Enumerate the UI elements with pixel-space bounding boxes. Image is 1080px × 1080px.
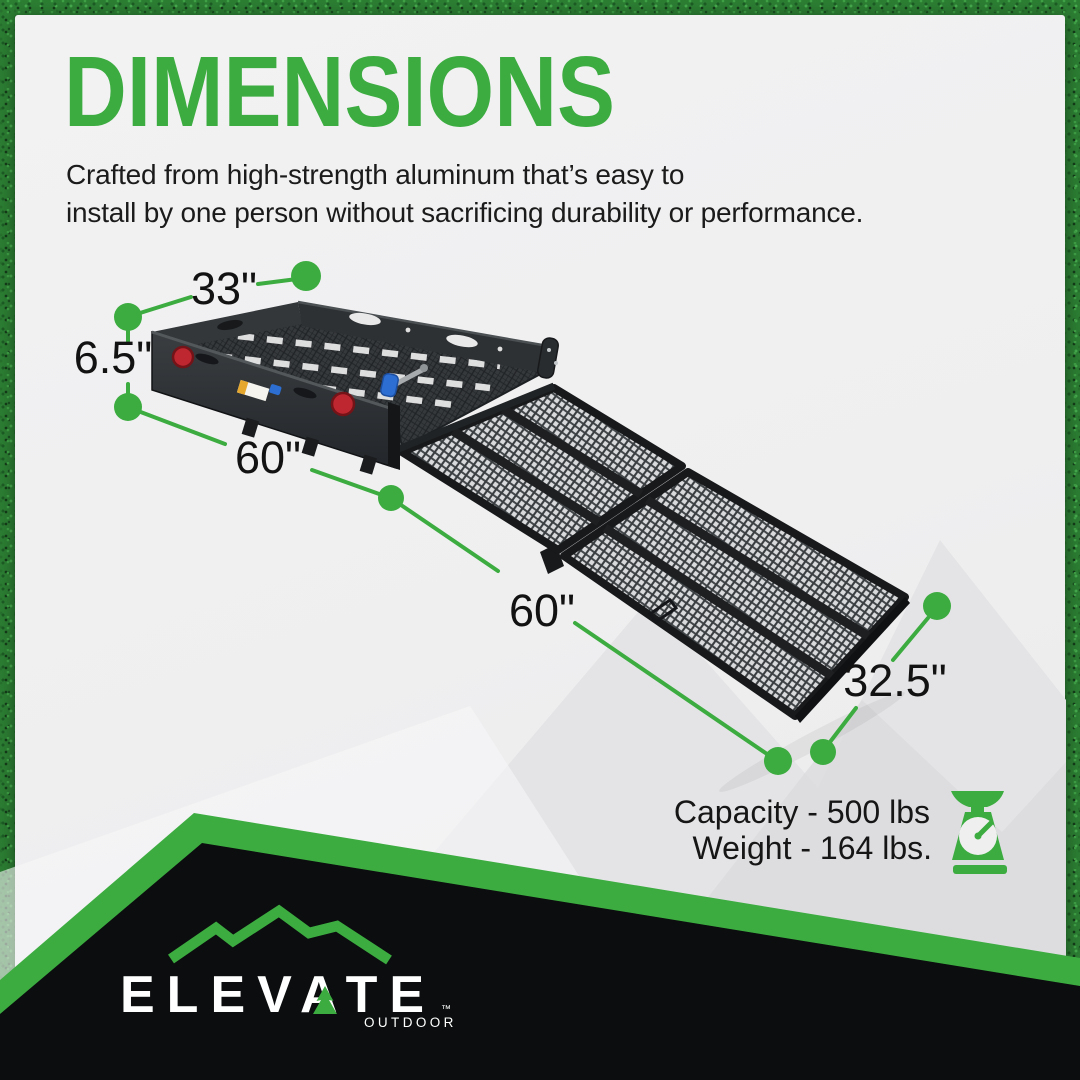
dimension-dot [923,592,951,620]
dimension-dot [810,739,836,765]
dimension-dot [378,485,404,511]
dimension-dot [114,393,142,421]
dimension-dot [114,303,142,331]
blue-clamp [269,384,282,396]
logo-sub-wordmark: OUTDOOR [364,1015,457,1030]
description-line-2: install by one person without sacrificin… [66,197,864,228]
logo-mountain-ridge [168,904,392,965]
ratchet-strap [380,364,428,398]
front-corner-post [388,402,400,470]
dimension-basket-width: 33" [114,261,321,331]
description-line-1: Crafted from high-strength aluminum that… [66,159,685,190]
front-wall-slot [293,387,317,399]
dimension-label-ramp-width: 32.5" [843,655,947,706]
dimension-label-ramp-length: 60" [509,585,575,636]
dimension-dot [764,747,792,775]
logo-trademark: ™ [441,1004,451,1015]
red-reflector [171,345,195,369]
footer-panel [0,843,1080,1080]
back-wall-cutout [446,334,478,348]
dimension-ramp-width: 32.5" [810,592,951,765]
dimension-ramp-length: 60" [399,503,792,775]
dimension-label-basket-height: 6.5" [74,332,153,383]
corner-bolt [547,348,551,352]
scale-icon [951,791,1007,874]
mounting-tabs [241,417,378,475]
dimension-annotations: 33" 6.5" 60" 60" [74,261,951,775]
dimension-label-basket-length: 60" [235,432,301,483]
capacity-text: Capacity - 500 lbs [674,794,930,830]
hinge-bar [394,382,556,454]
dimension-basket-length: 60" [136,409,404,511]
front-wall-slot [195,353,219,365]
warning-sticker [236,379,270,402]
page-title: DIMENSIONS [64,36,616,148]
brand-logo: ELEVATE ™ OUTDOOR [120,904,457,1030]
ramp-tip-edge [795,597,910,723]
ramp-rails-panel-2 [602,496,871,680]
ramp-rails-panel-1 [450,405,644,526]
corner-bolt [554,361,558,365]
description: Crafted from high-strength aluminum that… [66,156,863,232]
dimension-label-basket-width: 33" [191,263,257,314]
basket-corner-post [537,337,559,379]
dimension-basket-height: 6.5" [74,329,153,421]
back-wall-lip [297,300,549,348]
product-illustration [151,300,910,792]
weight-text: Weight - 164 lbs. [692,830,932,866]
spec-block: Capacity - 500 lbs Weight - 164 lbs. [674,791,1007,874]
back-wall-hole [497,346,503,352]
red-reflector [330,391,356,417]
dimension-dot [291,261,321,291]
footer: ELEVATE ™ OUTDOOR [0,813,1080,1080]
back-wall-cutout [349,312,381,326]
logo-tree-icon [313,986,337,1014]
front-wall-lip [151,330,397,412]
back-wall-hole [405,327,411,333]
logo-wordmark: ELEVATE [120,966,436,1024]
ramp-handle-cutout [647,597,679,625]
left-wall-slot [217,319,243,331]
